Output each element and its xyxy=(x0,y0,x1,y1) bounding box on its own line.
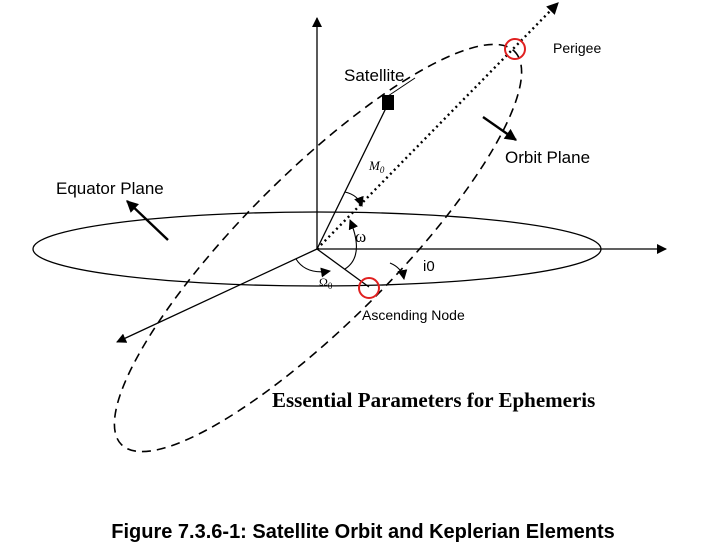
diagram-title: Essential Parameters for Ephemeris xyxy=(272,388,595,412)
orbit-ellipse xyxy=(113,43,523,453)
satellite-radius-line xyxy=(316,107,387,250)
satellite-label: Satellite xyxy=(344,66,404,85)
equator-plane-arrow xyxy=(126,200,169,241)
figure-caption: Figure 7.3.6-1: Satellite Orbit and Kepl… xyxy=(111,521,614,543)
x-axis xyxy=(116,248,318,343)
ascending-node-label: Ascending Node xyxy=(362,307,465,323)
mean-anomaly-symbol: M0 xyxy=(368,158,385,175)
perigee-label: Perigee xyxy=(553,40,601,56)
perigee-marker xyxy=(504,38,526,60)
apsides-line xyxy=(316,2,559,250)
raan-arc xyxy=(295,258,331,278)
ascending-node-marker xyxy=(358,277,380,299)
orbit-plane-arrow xyxy=(482,116,517,141)
equator-plane-label: Equator Plane xyxy=(56,179,164,198)
argument-of-perigee-arc xyxy=(344,219,359,270)
raan-symbol: Ω0 xyxy=(319,275,333,291)
argument-of-perigee-symbol: ω xyxy=(355,227,366,246)
node-line xyxy=(316,248,370,288)
mean-anomaly-arc xyxy=(344,191,364,207)
inclination-symbol: i0 xyxy=(423,258,435,275)
satellite-icon xyxy=(382,95,394,110)
inclination-arc xyxy=(389,262,408,280)
satellite-leader xyxy=(387,77,416,97)
orbit-plane-label: Orbit Plane xyxy=(505,148,590,167)
